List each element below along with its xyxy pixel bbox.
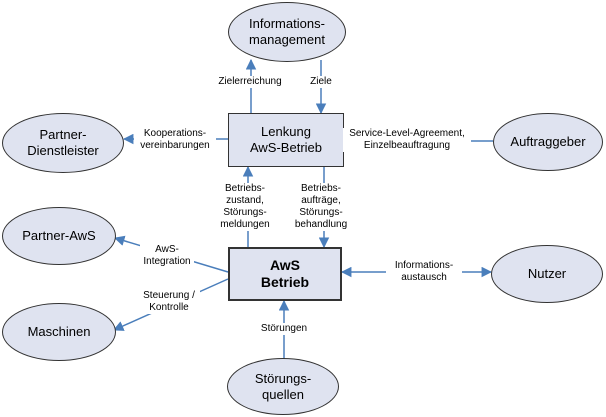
node-aws-betrieb: AwS Betrieb xyxy=(228,247,342,301)
label-betriebszustand: Betriebs- zustand, Störungs- meldungen xyxy=(214,183,276,231)
label-kooperationsvereinbarungen: Kooperations- vereinbarungen xyxy=(134,128,216,152)
label-aws-integration: AwS- Integration xyxy=(140,244,194,268)
label-steuerung: Steuerung / Kontrolle xyxy=(138,290,200,314)
node-maschinen: Maschinen xyxy=(2,303,116,361)
label-zielerreichung: Zielerreichung xyxy=(212,76,288,88)
label-stoerungen: Störungen xyxy=(252,323,316,335)
node-partner-aws: Partner-AwS xyxy=(2,207,116,265)
label-betriebsauftraege: Betriebs- aufträge, Störungs- behandlung xyxy=(286,183,356,231)
node-partner-dienstleister: Partner- Dienstleister xyxy=(2,113,124,173)
node-stoerungsquellen: Störungs- quellen xyxy=(227,358,339,415)
label-sla: Service-Level-Agreement, Einzelbeauftrag… xyxy=(343,128,471,152)
label-informationsaustausch: Informations- austausch xyxy=(386,260,462,284)
node-auftraggeber: Auftraggeber xyxy=(493,113,603,171)
label-ziele: Ziele xyxy=(304,76,338,88)
node-informationsmanagement: Informations- management xyxy=(228,2,346,62)
node-lenkung-aws-betrieb: Lenkung AwS-Betrieb xyxy=(228,113,344,167)
node-nutzer: Nutzer xyxy=(491,245,603,303)
